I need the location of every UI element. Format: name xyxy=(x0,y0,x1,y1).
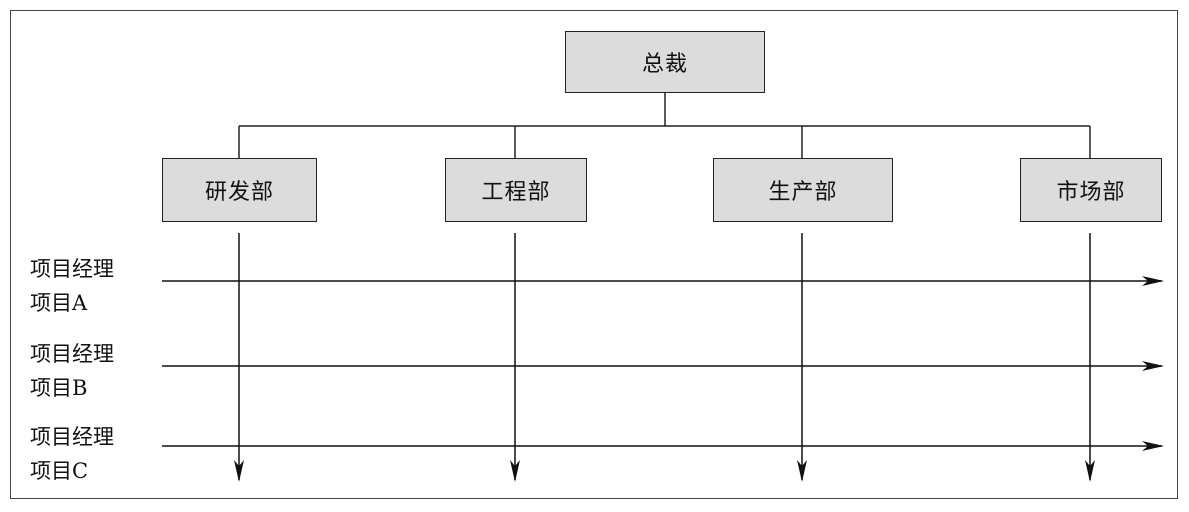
project-a-role: 项目经理 xyxy=(30,257,114,281)
dept-box-marketing: 市场部 xyxy=(1020,158,1162,222)
project-c-role: 项目经理 xyxy=(30,425,114,449)
dept-box-production: 生产部 xyxy=(713,158,893,222)
dept-box-engineering: 工程部 xyxy=(445,158,587,222)
project-b-name: 项目B xyxy=(30,376,88,400)
project-a-name: 项目A xyxy=(30,291,88,315)
diagram-frame xyxy=(10,10,1178,499)
project-c-name: 项目C xyxy=(30,459,89,483)
root-box-president: 总裁 xyxy=(565,31,765,93)
project-b-role: 项目经理 xyxy=(30,342,114,366)
dept-box-rnd: 研发部 xyxy=(162,158,317,222)
